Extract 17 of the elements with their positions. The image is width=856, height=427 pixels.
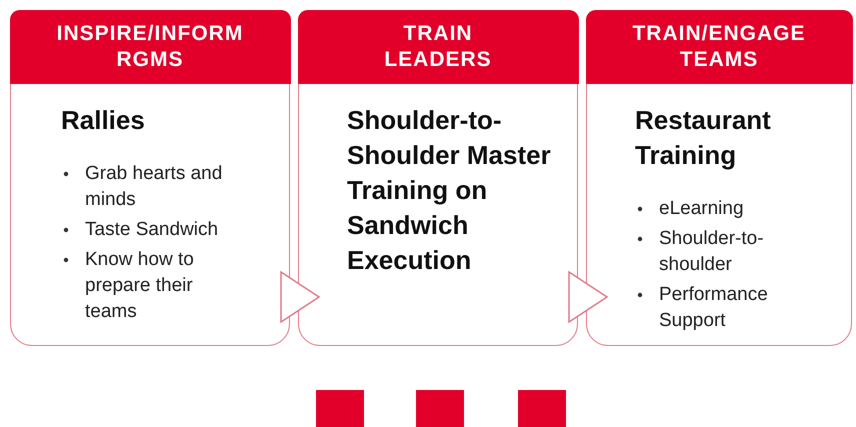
card-header: TRAIN/ENGAGE TEAMS <box>586 10 852 84</box>
card <box>586 10 852 346</box>
arrow <box>280 271 320 323</box>
bullet-text: Shoulder-to-shoulder <box>659 228 764 275</box>
arrow <box>568 271 608 323</box>
bullet-text: eLearning <box>659 198 744 219</box>
card-title: Rallies <box>61 104 146 137</box>
card-title: Shoulder-to-Shoulder Master Training on Sandwich Execution <box>347 104 552 277</box>
card-title: Restaurant Training <box>635 104 772 172</box>
bullet-text: Taste Sandwich <box>85 219 218 240</box>
card-header: TRAIN LEADERS <box>298 10 578 84</box>
card-header: INSPIRE/INFORM RGMS <box>10 10 290 84</box>
card <box>298 10 578 346</box>
bullet-text: Performance Support <box>659 284 768 331</box>
bullet-text: Know how to prepare their teams <box>85 249 194 322</box>
card <box>10 10 290 346</box>
bullet-text: Grab hearts and minds <box>85 163 222 210</box>
